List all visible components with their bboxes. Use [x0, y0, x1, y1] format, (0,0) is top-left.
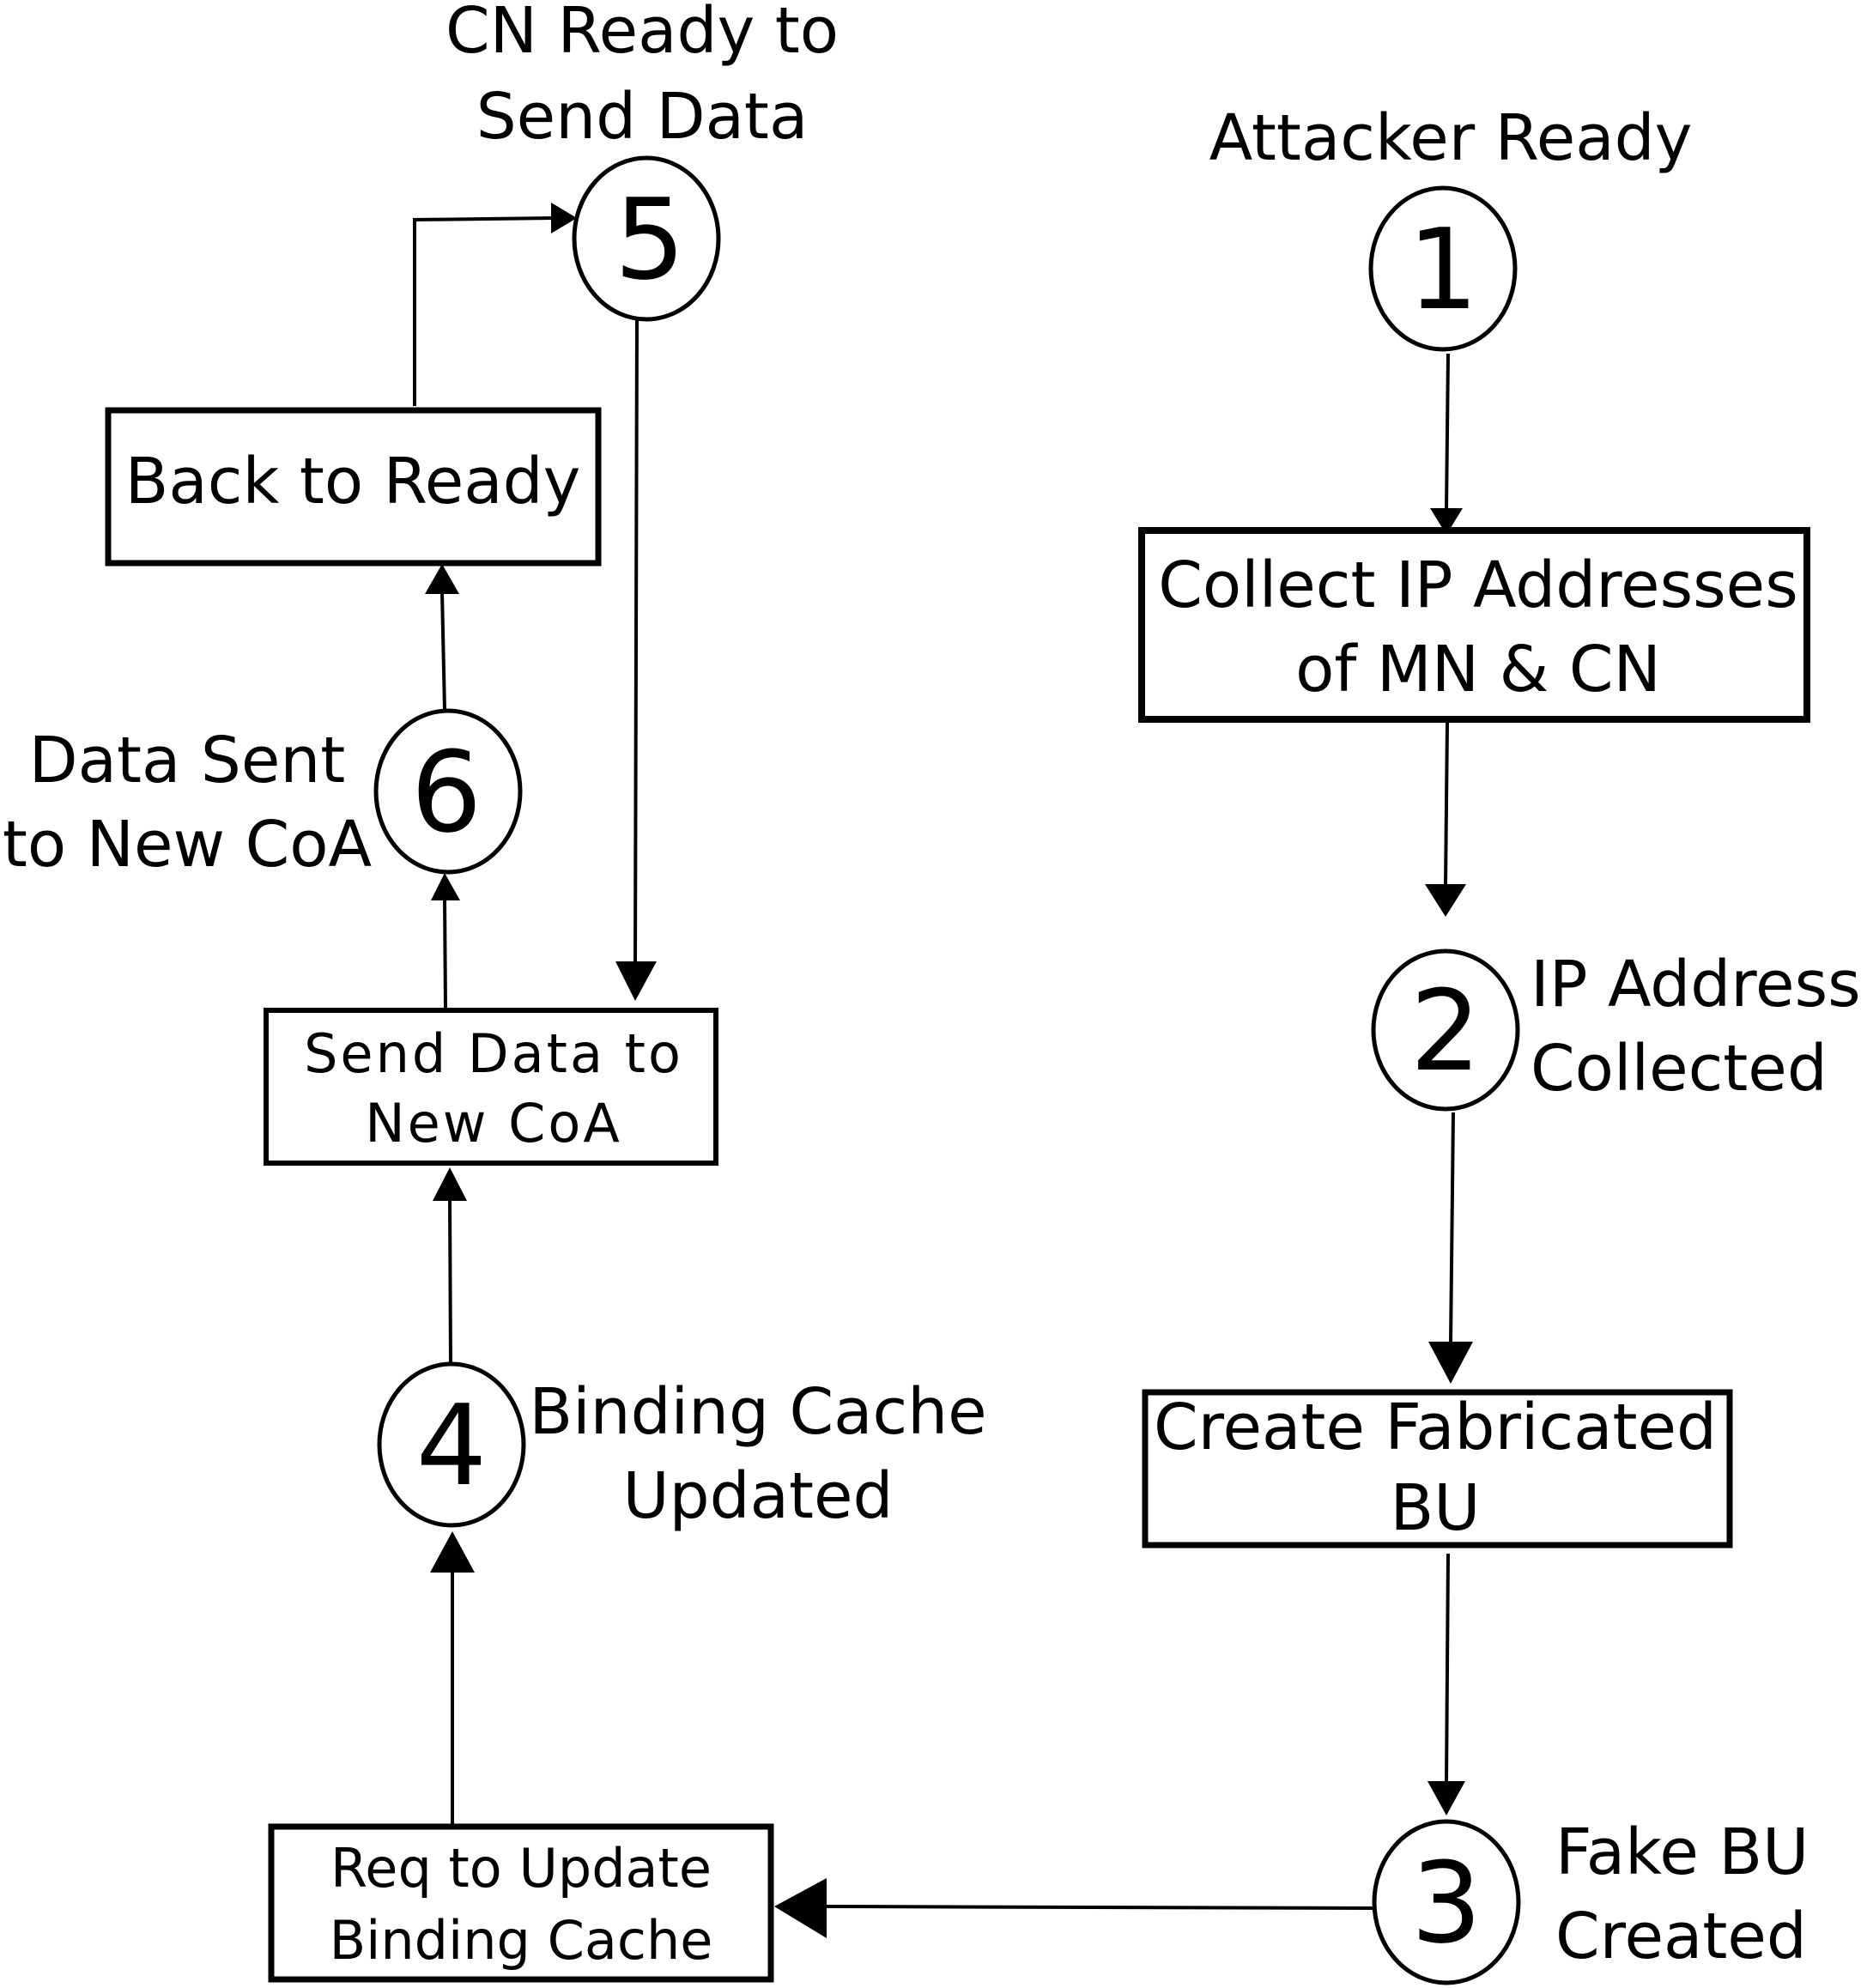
create-box-label-line-2: BU: [1391, 1471, 1481, 1545]
edge-2-to-create: [1428, 1112, 1473, 1384]
edge-send-to-6: [431, 873, 460, 1009]
state-2-label-line-1: IP Address: [1531, 948, 1861, 1021]
edge-5-to-send: [615, 318, 657, 1001]
edges: [413, 203, 1473, 1938]
req-box-label-line-2: Binding Cache: [330, 1909, 713, 1972]
state-3-label: Fake BU Created: [1555, 1815, 1809, 1973]
state-4-label: Binding Cache Updated: [529, 1375, 986, 1533]
state-2-label: IP Address Collected: [1531, 948, 1861, 1106]
state-3-number: 3: [1411, 1838, 1482, 1968]
state-5-label: CN Ready to Send Data: [446, 0, 839, 154]
req-box-label-line-1: Req to Update: [330, 1837, 712, 1900]
collect-box-label-line-2: of MN & CN: [1295, 633, 1661, 706]
state-1-label-line-1: Attacker Ready: [1209, 101, 1693, 175]
edge-6-to-back: [425, 564, 459, 711]
state-4-number: 4: [416, 1380, 488, 1511]
edge-back-to-5: [413, 203, 577, 406]
collect-box: Collect IP Addresses of MN & CN: [1138, 527, 1810, 723]
state-2: 2: [1371, 949, 1520, 1112]
edge-3-to-req: [774, 1878, 1376, 1938]
state-5-label-line-2: Send Data: [476, 80, 809, 154]
state-2-number: 2: [1410, 966, 1482, 1096]
send-box-label-line-2: New CoA: [365, 1092, 622, 1155]
send-box: Send Data to New CoA: [264, 1008, 718, 1166]
state-6-number: 6: [411, 727, 482, 858]
create-box: Create Fabricated BU: [1142, 1389, 1733, 1549]
state-1-label: Attacker Ready: [1209, 101, 1693, 175]
req-box: Req to Update Binding Cache: [268, 1823, 774, 1983]
state-4: 4: [377, 1361, 526, 1528]
state-5: 5: [572, 155, 721, 322]
edge-collect-to-2: [1425, 722, 1466, 917]
create-box-label-line-1: Create Fabricated: [1154, 1391, 1717, 1464]
collect-box-label-line-1: Collect IP Addresses: [1158, 549, 1798, 622]
state-4-label-line-2: Updated: [623, 1459, 894, 1533]
edge-req-to-4: [430, 1531, 475, 1824]
state-4-label-line-1: Binding Cache: [529, 1375, 986, 1449]
state-6-label-line-1: Data Sent: [29, 724, 346, 797]
state-3-label-line-2: Created: [1555, 1900, 1807, 1973]
state-6: 6: [373, 708, 523, 875]
state-5-number: 5: [615, 174, 686, 305]
back-box-label-line-1: Back to Ready: [125, 445, 581, 518]
edge-1-to-collect: [1430, 353, 1463, 535]
state-6-label-line-2: to New CoA: [3, 808, 373, 882]
state-3: 3: [1372, 1819, 1521, 1985]
state-1-number: 1: [1408, 204, 1479, 335]
edge-create-to-3: [1428, 1553, 1465, 1815]
send-box-label-line-1: Send Data to: [304, 1022, 683, 1085]
state-6-label: Data Sent to New CoA: [3, 724, 373, 882]
back-box: Back to Ready: [105, 407, 602, 567]
state-5-label-line-1: CN Ready to: [446, 0, 839, 68]
state-3-label-line-1: Fake BU: [1555, 1815, 1809, 1889]
state-1: 1: [1368, 185, 1518, 352]
edge-4-to-send: [433, 1167, 467, 1366]
state-2-label-line-2: Collected: [1531, 1032, 1828, 1106]
